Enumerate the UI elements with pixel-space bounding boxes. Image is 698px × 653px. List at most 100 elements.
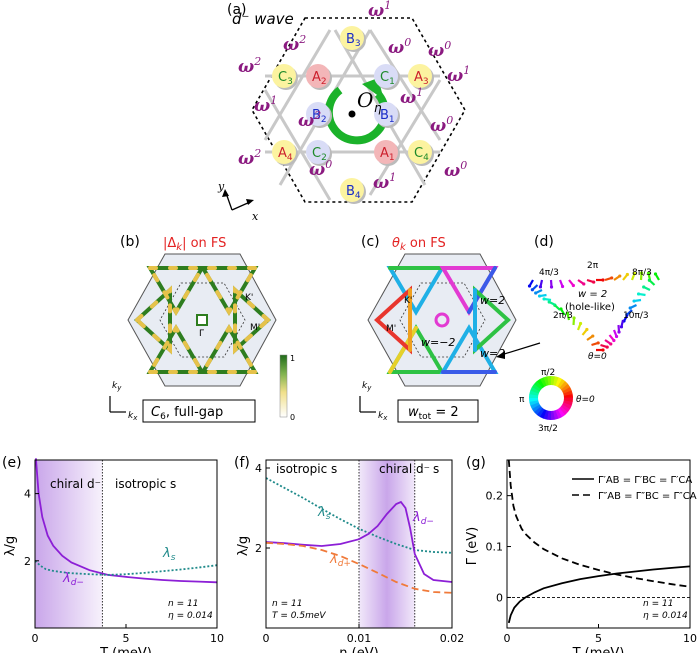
winding-label-1: w=2 [480, 294, 505, 307]
gap-summary-box [142, 399, 256, 423]
svg-text:10π/3: 10π/3 [623, 311, 649, 321]
gamma-point: Γ [199, 329, 204, 339]
pointer-arrow [500, 342, 541, 356]
bond [263, 89, 332, 201]
note-n: n = 11 [272, 599, 302, 609]
fermi-surface-phase [374, 266, 511, 374]
y-tick-label: 0.2 [486, 490, 504, 503]
phase-label: ω1 [373, 171, 396, 193]
y-tick-label: 2 [24, 555, 31, 568]
axis-x-arrow [231, 201, 251, 211]
note-n: n = 11 [168, 599, 198, 609]
x-tick-label: 5 [123, 632, 130, 645]
svg-text:(hole-like): (hole-like) [565, 302, 615, 313]
series-label-s: λs [162, 546, 176, 563]
y-axis-label: λ/g [3, 536, 18, 556]
site-B4: B4 [340, 178, 366, 204]
series-label-dm: λd− [412, 510, 434, 527]
site-C2: C2 [306, 140, 332, 166]
x-tick-label: 10 [683, 632, 697, 645]
x-tick-label: 5 [595, 632, 602, 645]
region-label-mid: chiral d⁻ [379, 462, 430, 476]
x-tick-label: 0 [32, 632, 39, 645]
series-line-0 [265, 477, 453, 554]
x-axis-label: T (meV) [572, 646, 625, 653]
phase-label: ω0 [430, 114, 453, 136]
svg-text:C6, full-gap: C6, full-gap [151, 405, 223, 422]
svg-text:8π/3: 8π/3 [632, 268, 652, 278]
panel-g-label: (g) [466, 455, 486, 471]
y-tick-label: 0 [496, 591, 503, 604]
note-n: n = 11 [643, 599, 673, 609]
site-A4: A4 [272, 140, 298, 166]
svg-text:kx: kx [128, 411, 138, 422]
site-C4: C4 [408, 140, 434, 166]
series-line-0 [35, 458, 218, 584]
series-label-dp: λd+ [329, 552, 351, 569]
phase-label: ω2 [238, 147, 261, 169]
note-eta: η = 0.014 [643, 611, 688, 621]
x-tick-label: 0.01 [347, 632, 372, 645]
y-axis-label: λ/g [236, 536, 251, 556]
panel-b-label: (b) [120, 234, 140, 250]
bond [368, 79, 442, 196]
phase-label: ω1 [400, 86, 423, 108]
series-label-s: λs [317, 505, 331, 522]
gap-magnitude-plot: |Δk| on FS Γ K' M' 1 0 ky kx C6, full-ga… [109, 236, 295, 423]
svg-text:θ=0: θ=0 [576, 395, 595, 405]
panel-f-label: (f) [234, 455, 250, 471]
site-A2: A2 [306, 64, 332, 90]
brillouin-zone [367, 253, 517, 387]
svg-text:0: 0 [290, 413, 295, 422]
svg-text:kx: kx [378, 411, 388, 422]
legend-label-1: Γ′AB = Γ′BC = Γ′CA [598, 475, 692, 486]
phase-label: ω1 [368, 0, 391, 21]
panel-c-label: (c) [361, 234, 380, 250]
x-axis-label: T (meV) [99, 646, 152, 653]
site-C3: C3 [272, 64, 298, 90]
svg-text:ky: ky [362, 381, 372, 392]
bond [263, 29, 332, 141]
winding-triangle: w = 2 (hole-like) 4π/3 2π 8π/3 2π/3 10π/… [527, 261, 660, 362]
phase-label: ω2 [283, 33, 306, 55]
center-O: O [357, 88, 373, 112]
series-line-0 [507, 565, 691, 624]
svg-text:2π/3: 2π/3 [553, 311, 573, 321]
x-tick-label: 0 [263, 632, 270, 645]
phase-label: ω0 [309, 158, 332, 180]
region-label-left: chiral d⁻ [50, 477, 101, 491]
panel-e-label: (e) [2, 455, 22, 471]
winding-number: w = 2 [578, 289, 607, 300]
svg-text:2π: 2π [587, 261, 599, 271]
legend-label-2: Γ″AB = Γ″BC = Γ″CA [598, 491, 697, 502]
y-tick-label: 2 [255, 542, 262, 555]
phase-label: ω2 [238, 55, 261, 77]
svg-text:π/2: π/2 [541, 368, 555, 378]
series-line-1 [507, 459, 691, 588]
note-T: T = 0.5meV [272, 611, 326, 621]
site-A3: A3 [408, 64, 434, 90]
fermi-surface-gap [134, 266, 271, 374]
y-axis-label: Γ (eV) [465, 527, 480, 565]
site-A1: A1 [374, 140, 400, 166]
m-point: M' [250, 323, 260, 333]
axis-x-label: x [252, 210, 259, 223]
svg-text:ky: ky [112, 381, 122, 392]
center-eta: η [374, 101, 382, 115]
gap-phase-plot: θk on FS K' M' w=2 w=2 w=−2 ky kx [359, 236, 541, 423]
site-B3: B3 [340, 26, 366, 52]
svg-text:θ=0: θ=0 [588, 352, 607, 362]
x-axis-label: η (eV) [339, 646, 378, 653]
center-dot [348, 110, 356, 118]
svg-text:1: 1 [290, 354, 295, 363]
y-tick-label: 4 [24, 488, 31, 501]
y-tick-label: 4 [255, 462, 262, 475]
phase-label: ω0 [388, 36, 411, 58]
svg-text:4π/3: 4π/3 [539, 268, 559, 278]
